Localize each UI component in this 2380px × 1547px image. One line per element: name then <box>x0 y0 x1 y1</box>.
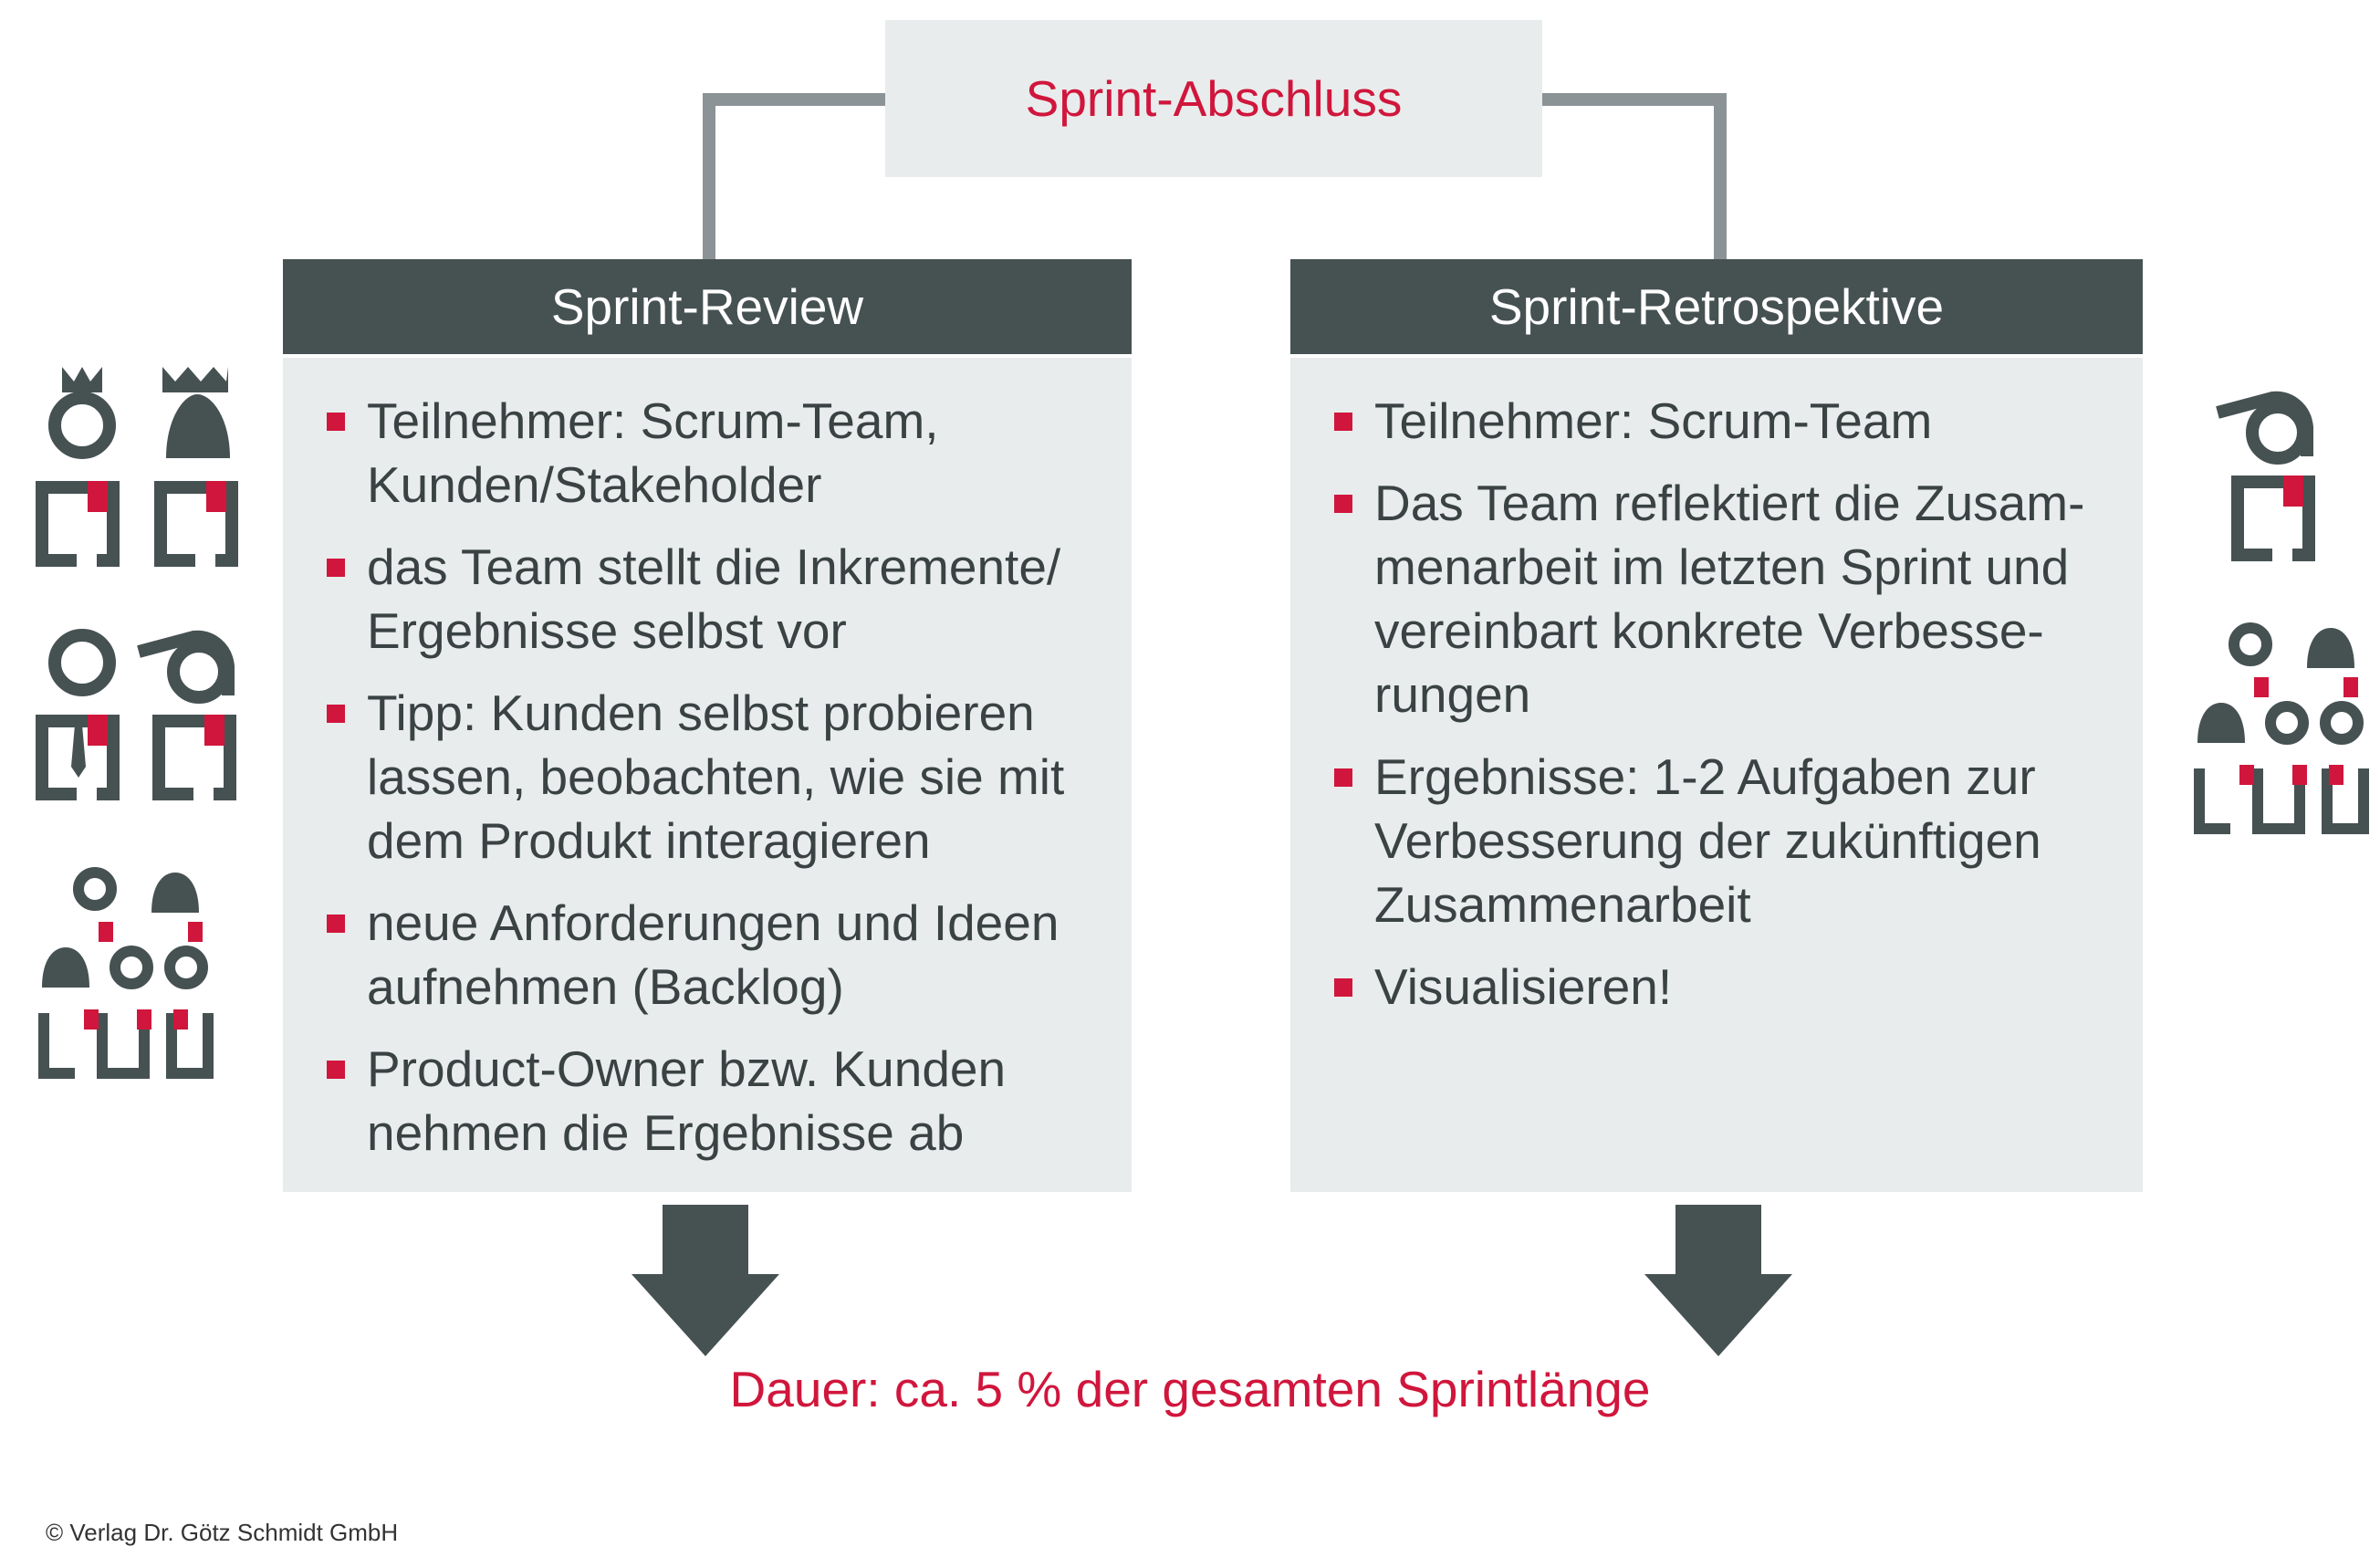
review-bullet-line: dem Produkt interagieren <box>367 812 931 869</box>
review-bullet-item: Teilnehmer: Scrum-Team, Kunden/Stakeholde… <box>301 389 1113 517</box>
review-title: Sprint-Review <box>550 278 864 335</box>
review-bullet-line: lassen, beobachten, wie sie mit <box>367 748 1065 805</box>
retro-bullet-line: Visualisieren! <box>1374 958 1673 1015</box>
businessman-icon <box>36 629 120 800</box>
duration-note: Dauer: ca. 5 % der gesamten Sprintlänge <box>729 1361 1651 1417</box>
retro-bullet-item: Visualisieren! <box>1309 955 2124 1019</box>
review-bullet-list: Teilnehmer: Scrum-Team, Kunden/Stakeholde… <box>301 389 1113 1165</box>
review-bullet-item: neue Anforderungen und Ideen aufnehmen (B… <box>301 891 1113 1019</box>
review-bullet-line: nehmen die Ergebnisse ab <box>367 1104 965 1161</box>
connector-left-vertical <box>703 93 715 259</box>
review-bullet-line: Tipp: Kunden selbst probieren <box>367 685 1035 741</box>
copyright: © Verlag Dr. Götz Schmidt GmbH <box>46 1519 399 1546</box>
review-bullet-line: Teilnehmer: Scrum-Team, <box>367 392 939 449</box>
connector-right-horizontal <box>1542 93 1727 106</box>
retro-bullet-line: Zusammenarbeit <box>1374 876 1751 933</box>
cap-person-icon <box>137 630 236 800</box>
retro-bullet-line: Ergebnisse: 1-2 Aufgaben zur <box>1374 748 2036 805</box>
down-arrow-left-icon <box>632 1205 779 1356</box>
review-bullet-item: das Team stellt die Inkremente/Ergebniss… <box>301 535 1113 663</box>
retro-title: Sprint-Retrospektive <box>1488 278 1945 335</box>
sprint-abschluss-title: Sprint-Abschluss <box>1025 70 1403 127</box>
retro-bullet-line: menarbeit im letzten Sprint und <box>1374 538 2070 595</box>
review-bullet-item: Tipp: Kunden selbst probieren lassen, beo… <box>301 681 1113 873</box>
connector-left-horizontal <box>703 93 885 106</box>
retro-bullet-line: Das Team reflektiert die Zusam- <box>1374 475 2085 531</box>
retro-header: Sprint-Retrospektive <box>1290 259 2143 354</box>
review-panel: Teilnehmer: Scrum-Team, Kunden/Stakeholde… <box>283 358 1132 1192</box>
review-bullet-item: Product-Owner bzw. Kunden nehmen die Erge… <box>301 1037 1113 1165</box>
review-bullet-line: Kunden/Stakeholder <box>367 456 822 513</box>
team-group-icon-right <box>2194 622 2369 834</box>
retro-bullet-item: Das Team reflektiert die Zusam-menarbeit… <box>1309 471 2124 726</box>
retro-bullet-line: vereinbart konkrete Verbesse- <box>1374 602 2044 659</box>
review-bullet-line: neue Anforderungen und Ideen <box>367 894 1060 951</box>
review-header: Sprint-Review <box>283 259 1132 354</box>
retro-bullet-line: rungen <box>1374 666 1531 723</box>
review-bullet-line: Ergebnisse selbst vor <box>367 602 847 659</box>
king-person-icon <box>36 367 120 567</box>
review-bullet-line: Product-Owner bzw. Kunden <box>367 1040 1007 1097</box>
sprint-abschluss-box: Sprint-Abschluss <box>885 20 1542 177</box>
team-group-icon <box>38 867 214 1079</box>
queen-person-icon <box>154 367 238 567</box>
retro-bullet-item: Teilnehmer: Scrum-Team <box>1309 389 2124 453</box>
retro-bullet-line: Verbesserung der zukünftigen <box>1374 812 2041 869</box>
cap-person-icon-right <box>2216 391 2315 561</box>
review-bullet-line: aufnehmen (Backlog) <box>367 958 844 1015</box>
review-bullet-line: das Team stellt die Inkremente/ <box>367 538 1061 595</box>
retro-bullet-line: Teilnehmer: Scrum-Team <box>1374 392 1933 449</box>
connector-right-vertical <box>1714 93 1727 259</box>
down-arrow-right-icon <box>1644 1205 1792 1356</box>
